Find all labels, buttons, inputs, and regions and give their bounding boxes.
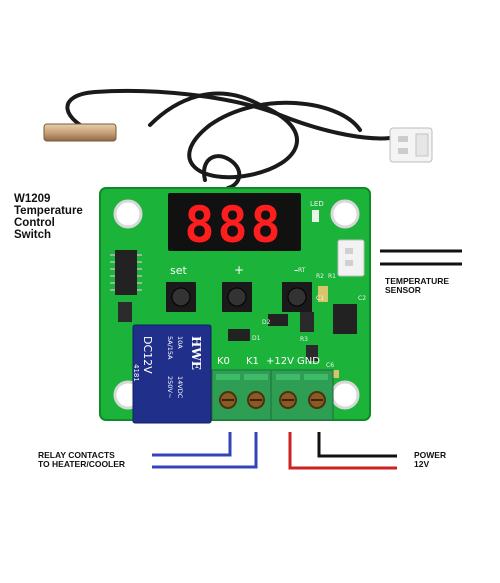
minus-button[interactable] [282,282,312,312]
relay-rating-4: 4181 [132,364,140,382]
title-line-4: Switch [14,229,52,242]
title-line-3: Control [14,217,55,230]
led-silkscreen: LED [310,200,324,208]
diode-d2 [268,314,288,326]
terminal-screw-k0[interactable] [219,391,237,409]
relay-rating-0: 10A [176,336,184,349]
relay-body [132,324,212,424]
smd-component-left [118,302,132,322]
terminal-k1-label: K1 [246,356,259,367]
power-label: POWER 12V [414,451,446,469]
sensor-wires [380,249,462,266]
plus-button-label: + [234,263,244,277]
probe-cable-lead [202,154,242,190]
power-label-line-1: POWER [414,450,447,460]
temperature-probe [43,88,433,190]
relay-contacts-label: RELAY CONTACTS TO HEATER/COOLER [38,451,125,469]
sensor-label-line-1: TEMPERATURE [385,276,450,286]
display-digits: 888 [184,196,283,254]
status-led [312,210,319,222]
set-button-label: set [170,264,187,277]
capacitor-c1 [318,286,328,302]
silkscreen-c6: C6 [326,362,334,369]
display-body [168,193,301,251]
temperature-sensor-label: TEMPERATURE SENSOR [385,277,449,295]
seven-segment-display: 888 [168,193,301,254]
silkscreen-d1: D1 [252,335,261,342]
resistor-r3 [300,312,314,332]
silkscreen-c1: C1 [316,295,324,302]
mount-hole-top-left [113,199,143,229]
title-label: W1209 Temperature Control Switch [14,193,83,241]
mount-hole-bottom-right [330,380,360,410]
set-button[interactable] [166,282,196,312]
regulator [333,304,357,334]
silkscreen-r3: R3 [300,336,308,343]
relay-contact-wires [152,432,258,469]
probe-tip [43,123,117,142]
relay-rating-2: 5A/15A [166,336,174,360]
diode-d1 [228,329,250,341]
silkscreen-c2: C2 [358,295,366,302]
minus-button-label: - [294,263,298,277]
terminal-screw-12v[interactable] [279,391,297,409]
terminal-gnd-label: GND [297,356,320,367]
pcb-board: 888 LED set + - [99,187,371,424]
probe-cable-outer [65,88,392,141]
mount-hole-top-right [330,199,360,229]
relay-rating-3: 250V~ [166,376,174,398]
silkscreen-r2: R2 [316,273,324,280]
terminal-k0-label: K0 [217,356,230,367]
silkscreen-d2: D2 [262,319,271,326]
terminal-12v-label: +12V [266,356,294,367]
terminal-block [211,369,334,421]
terminal-screw-gnd[interactable] [308,391,326,409]
sensor-label-line-2: SENSOR [385,284,421,295]
title-line-1: W1209 [14,193,51,205]
power-wires [288,432,397,470]
smd-component-bottom [306,345,318,361]
relay-brand: HWE [189,336,203,370]
sensor-header [337,239,365,277]
terminal-screw-k1[interactable] [247,391,265,409]
relay-rating-1: 14VDC [176,376,184,399]
relay-label-line-2: TO HEATER/COOLER [38,458,126,469]
power-label-line-2: 12V [414,458,430,469]
relay-coil-rating: DC12V [141,336,154,374]
microcontroller-chip [110,250,142,295]
silkscreen-r1: R1 [328,273,336,280]
relay-label-line-1: RELAY CONTACTS [38,450,115,460]
probe-connector [389,127,433,163]
title-line-2: Temperature [14,205,83,218]
plus-button[interactable] [222,282,252,312]
silkscreen-rt: RT [298,267,306,274]
relay: HWE DC12V 10A 14VDC 5A/15A 250V~ 4181 [132,324,212,424]
probe-cable [148,91,362,180]
